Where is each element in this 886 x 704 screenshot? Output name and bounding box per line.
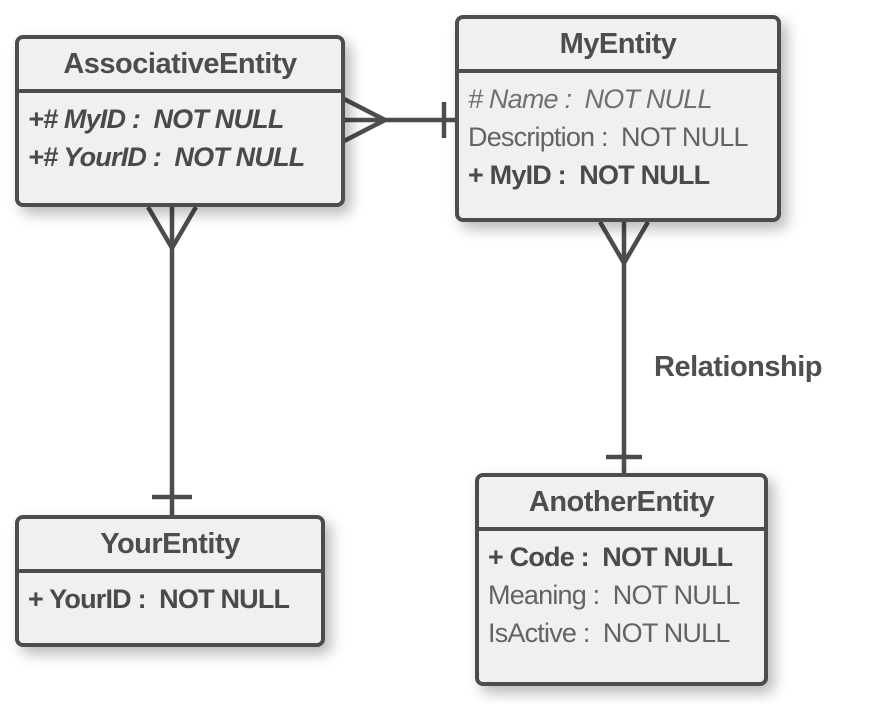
entity-box-associativeentity[interactable]: AssociativeEntity +# MyID : NOT NULL +# …: [15, 35, 345, 207]
entity-box-myentity[interactable]: MyEntity # Name : NOT NULL Description :…: [455, 15, 781, 222]
entity-title: AssociativeEntity: [19, 39, 341, 93]
attribute-row: + Code : NOT NULL: [488, 542, 733, 572]
attribute-row: IsActive : NOT NULL: [488, 618, 730, 648]
entity-title: AnotherEntity: [479, 477, 764, 531]
entity-attributes: + YourID : NOT NULL: [19, 573, 321, 625]
attribute-row: +# MyID : NOT NULL: [28, 104, 284, 134]
entity-box-anotherentity[interactable]: AnotherEntity + Code : NOT NULL Meaning …: [475, 473, 768, 686]
connector-associativeentity-myentity[interactable]: [342, 96, 455, 144]
entity-box-yourentity[interactable]: YourEntity + YourID : NOT NULL: [15, 515, 325, 647]
attribute-row: +# YourID : NOT NULL: [28, 142, 305, 172]
entity-attributes: + Code : NOT NULL Meaning : NOT NULL IsA…: [479, 531, 764, 659]
crow-foot-many-icon[interactable]: [342, 96, 387, 144]
crow-foot-many-icon[interactable]: [146, 205, 198, 250]
attribute-row: + YourID : NOT NULL: [28, 584, 290, 614]
attribute-row: + MyID : NOT NULL: [468, 160, 710, 190]
entity-title: MyEntity: [459, 19, 777, 73]
crow-foot-many-icon[interactable]: [598, 220, 650, 265]
entity-title: YourEntity: [19, 519, 321, 573]
relationship-label[interactable]: Relationship: [654, 351, 823, 383]
attribute-row: Meaning : NOT NULL: [488, 580, 740, 610]
connector-myentity-anotherentity[interactable]: [598, 220, 650, 473]
connector-associativeentity-yourentity[interactable]: [146, 205, 198, 515]
entity-attributes: +# MyID : NOT NULL +# YourID : NOT NULL: [19, 93, 341, 183]
attribute-row: Description : NOT NULL: [468, 122, 749, 152]
attribute-row: # Name : NOT NULL: [468, 84, 712, 114]
entity-attributes: # Name : NOT NULL Description : NOT NULL…: [459, 73, 777, 201]
